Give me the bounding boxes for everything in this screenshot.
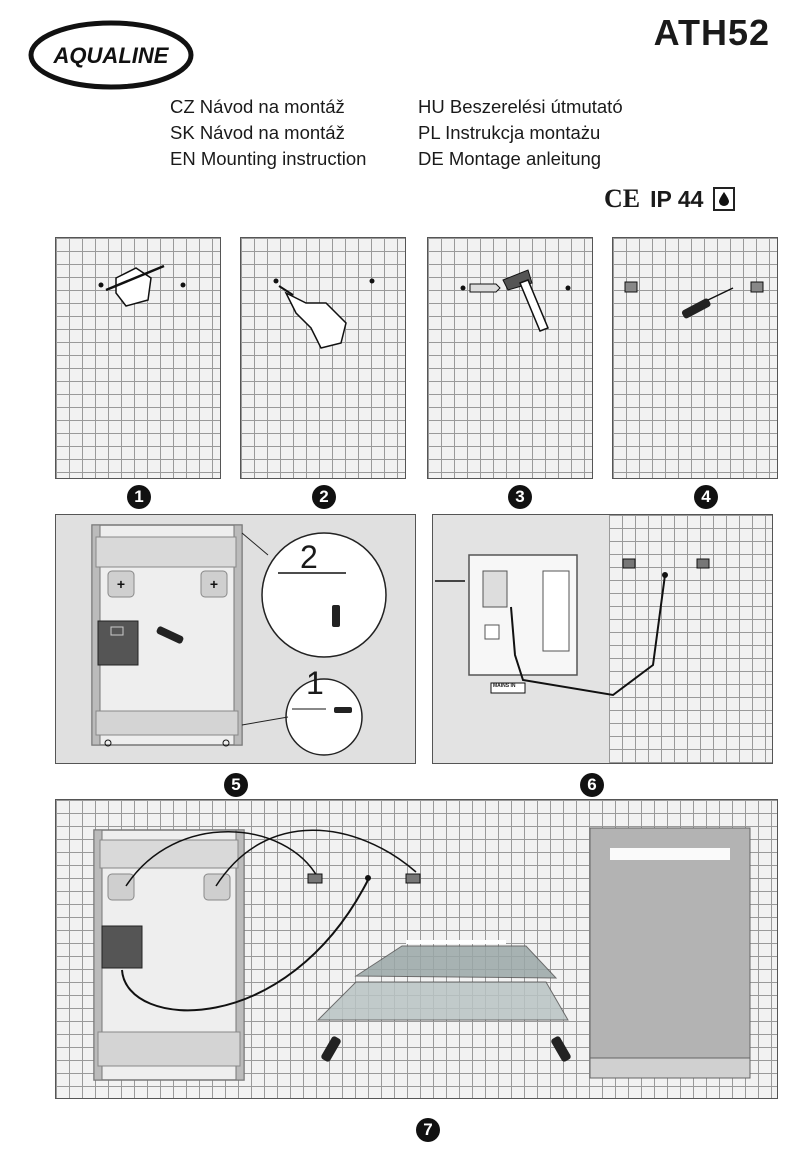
final-installation-illustration xyxy=(93,827,751,1081)
step-4-number: 4 xyxy=(694,485,718,509)
instructions-left: CZ Návod na montáž SK Návod na montáž EN… xyxy=(170,94,366,172)
instruction-de: DE Montage anleitung xyxy=(418,148,602,169)
marking-illustration xyxy=(98,264,186,307)
instruction-pl: PL Instrukcja montażu xyxy=(418,122,601,143)
svg-text:+: + xyxy=(210,576,218,592)
step-2-panel xyxy=(240,237,406,479)
step-3-number: 3 xyxy=(508,485,532,509)
step-1-number: 1 xyxy=(127,485,151,509)
ce-mark: CE xyxy=(604,184,641,213)
instruction-en: EN Mounting instruction xyxy=(170,148,367,169)
mains-in-label: MAINS IN xyxy=(493,683,516,689)
step-5-number: 5 xyxy=(224,773,248,797)
wiring-illustration xyxy=(435,554,710,697)
instruction-sk: SK Návod na montáž xyxy=(170,122,345,143)
step-7-panel xyxy=(55,799,778,1099)
step-6-panel: MAINS IN xyxy=(432,514,773,764)
instruction-hu: HU Beszerelési útmutató xyxy=(418,96,623,117)
svg-text:+: + xyxy=(117,576,125,592)
step-4-panel xyxy=(612,237,778,479)
instructions-right: HU Beszerelési útmutató PL Instrukcja mo… xyxy=(418,94,623,172)
water-drop-icon xyxy=(713,187,736,211)
screw-hooks-illustration xyxy=(624,281,764,319)
detail-2-label: 2 xyxy=(300,539,318,575)
instruction-cz: CZ Návod na montáž xyxy=(170,96,345,117)
step-2-number: 2 xyxy=(312,485,336,509)
step-6-number: 6 xyxy=(580,773,604,797)
mirror-back-illustration: + + xyxy=(91,524,387,756)
certification-marks: CE IP 44 xyxy=(604,184,736,214)
model-number: ATH52 xyxy=(653,12,770,53)
step-1-panel xyxy=(55,237,221,479)
step-3-panel xyxy=(427,237,593,479)
step-5-panel: + + 2 1 xyxy=(55,514,416,764)
ip-rating: IP 44 xyxy=(650,185,704,212)
aqualine-logo: AQUALINE xyxy=(28,20,194,90)
step-7-number: 7 xyxy=(416,1118,440,1142)
wall-area xyxy=(609,515,772,763)
drill-illustration xyxy=(273,278,375,349)
brand-text: AQUALINE xyxy=(53,43,170,68)
hammer-dowel-illustration xyxy=(460,269,571,332)
detail-1-label: 1 xyxy=(306,665,324,701)
